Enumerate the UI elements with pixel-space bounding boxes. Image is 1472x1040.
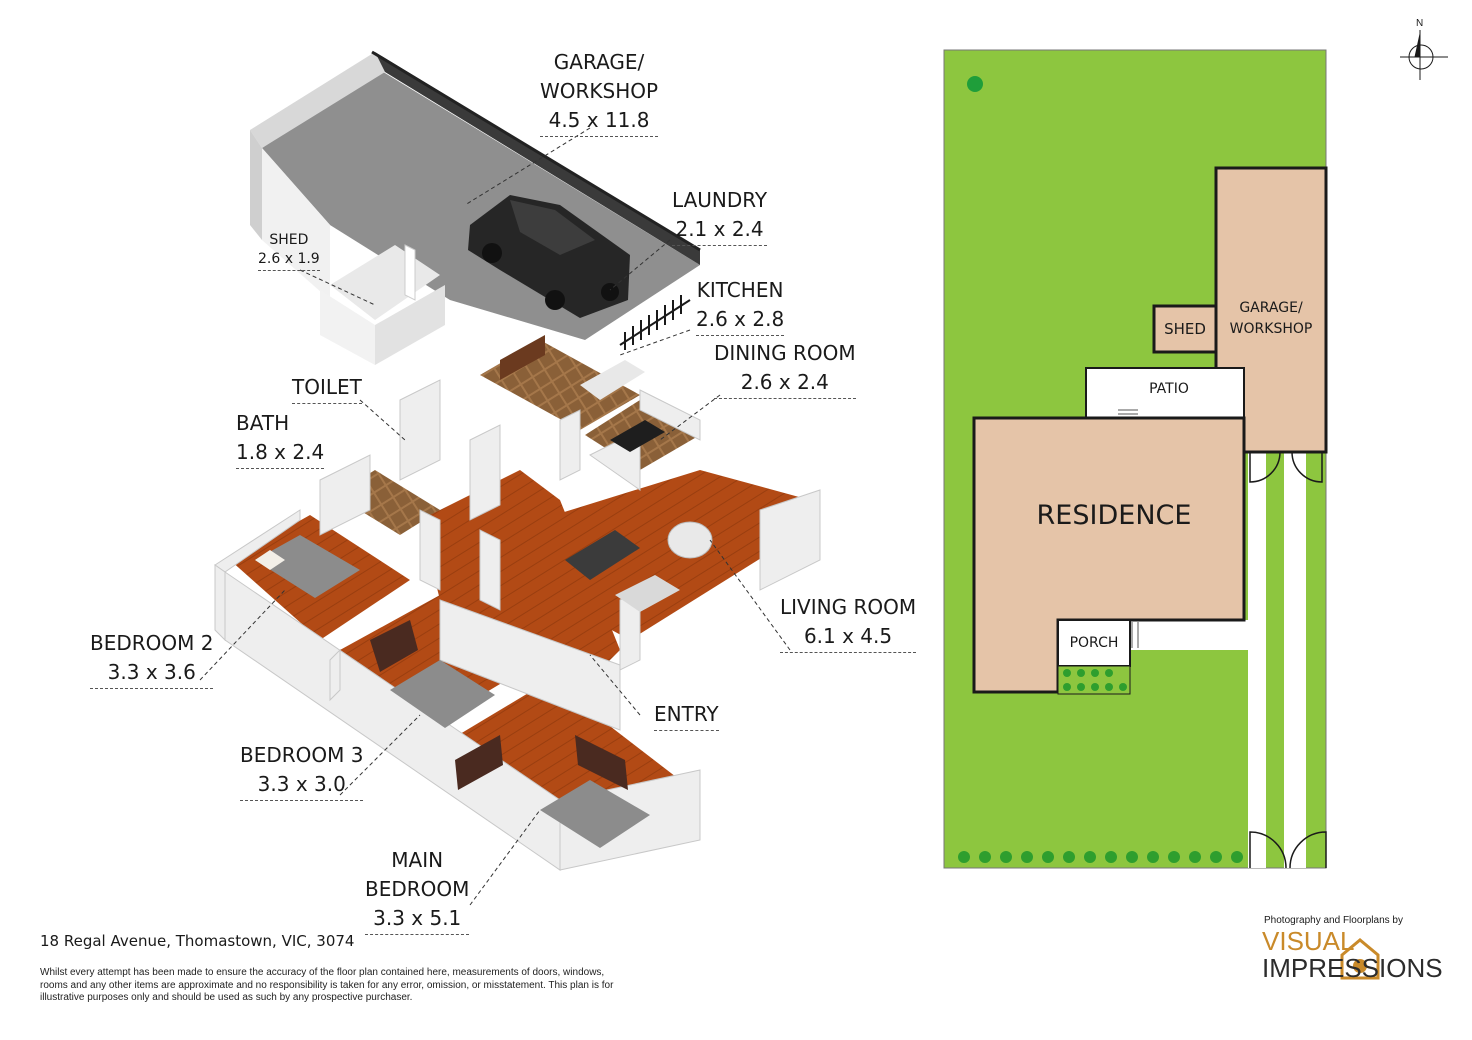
bedroom3-name: BEDROOM 3 [240,743,364,767]
site-patio-label: PATIO [1149,381,1189,397]
hedge-row [958,851,1243,863]
kitchen-dims: 2.6 x 2.8 [696,305,785,336]
label-bedroom2: BEDROOM 2 3.3 x 3.6 [90,629,214,689]
site-shed-label: SHED [1164,320,1206,338]
living-name: LIVING ROOM [780,595,917,619]
disclaimer: Whilst every attempt has been made to en… [40,967,614,1003]
sofa-icon [565,521,713,612]
label-laundry: LAUNDRY 2.1 x 2.4 [672,186,768,246]
site-residence-label: RESIDENCE [1036,500,1192,531]
site-porch [1057,619,1131,667]
shed-wall-right [375,285,445,365]
garage-wall-back [250,52,385,148]
car-icon [468,195,630,318]
label-garage: GARAGE/ WORKSHOP 4.5 x 11.8 [540,48,659,137]
north-arrow-icon [1400,30,1448,80]
laundry-dims: 2.1 x 2.4 [672,215,768,246]
label-shed: SHED 2.6 x 1.9 [258,231,320,271]
shed-name: SHED [269,232,309,248]
label-living: LIVING ROOM 6.1 x 4.5 [780,593,917,653]
toilet-name: TOILET [292,373,362,404]
bedroom2-name: BEDROOM 2 [90,631,214,655]
dining-name: DINING ROOM [714,341,856,365]
site-garage-label-2: WORKSHOP [1229,321,1313,337]
bed-bedroom3-icon [370,620,495,728]
dining-dims: 2.6 x 2.4 [714,368,856,399]
site-shed [1152,304,1218,354]
garage-name-2: WORKSHOP [540,79,659,103]
hall-floor [420,470,620,690]
label-bath: BATH 1.8 x 2.4 [236,409,325,469]
garage-dims: 4.5 x 11.8 [540,106,659,137]
site-patio [1085,367,1245,419]
dining-table-icon [610,420,665,452]
label-kitchen: KITCHEN 2.6 x 2.8 [696,276,785,336]
site-porch-label: PORCH [1069,635,1119,651]
fence [619,295,691,350]
bath-dims: 1.8 x 2.4 [236,438,325,469]
brand-name-impressions: IMPRESSIONS [1262,953,1443,983]
shed-wall-front [320,290,375,365]
garage-name-1: GARAGE/ [553,50,645,74]
label-entry: ENTRY [654,700,719,731]
leader-lines [199,127,791,906]
label-toilet: TOILET [292,373,362,404]
garage-wall-right [375,52,700,265]
main-bedroom-name-2: BEDROOM [365,877,470,901]
kitchen-counter-icon [500,335,645,400]
garage-wall-front [262,148,330,300]
site-garage-label-1: GARAGE/ [1239,300,1303,316]
main-bedroom-name-1: MAIN [391,848,444,872]
bedroom2-dims: 3.3 x 3.6 [90,658,214,689]
bed-main-bedroom-icon [455,735,650,848]
kitchen-name: KITCHEN [696,278,784,302]
logo-house-icon [1340,938,1380,980]
steps [1118,409,1139,648]
tree-icon [967,76,983,92]
property-address: 18 Regal Avenue, Thomastown, VIC, 3074 [40,932,355,950]
bedroom3-dims: 3.3 x 3.0 [240,770,364,801]
label-main-bedroom: MAIN BEDROOM 3.3 x 5.1 [365,846,470,935]
shed-dims: 2.6 x 1.9 [258,250,320,271]
north-label: N [1416,18,1424,29]
brand-tagline: Photography and Floorplans by [1264,915,1403,926]
porch-shrubs [1063,669,1127,691]
site-garage-label: GARAGE/ WORKSHOP [1216,298,1326,340]
label-bedroom3: BEDROOM 3 3.3 x 3.0 [240,741,364,801]
main-bedroom-dims: 3.3 x 5.1 [365,904,470,935]
house-walls [214,379,821,871]
living-dims: 6.1 x 4.5 [780,622,917,653]
gates [1249,451,1327,869]
bed-bedroom2-icon [255,535,360,598]
brand-name-visual: VISUAL [1262,926,1355,956]
bath-name: BATH [236,411,290,435]
laundry-name: LAUNDRY [672,188,768,212]
garage-wall-left [250,130,262,240]
entry-name: ENTRY [654,700,719,731]
label-dining: DINING ROOM 2.6 x 2.4 [714,339,856,399]
